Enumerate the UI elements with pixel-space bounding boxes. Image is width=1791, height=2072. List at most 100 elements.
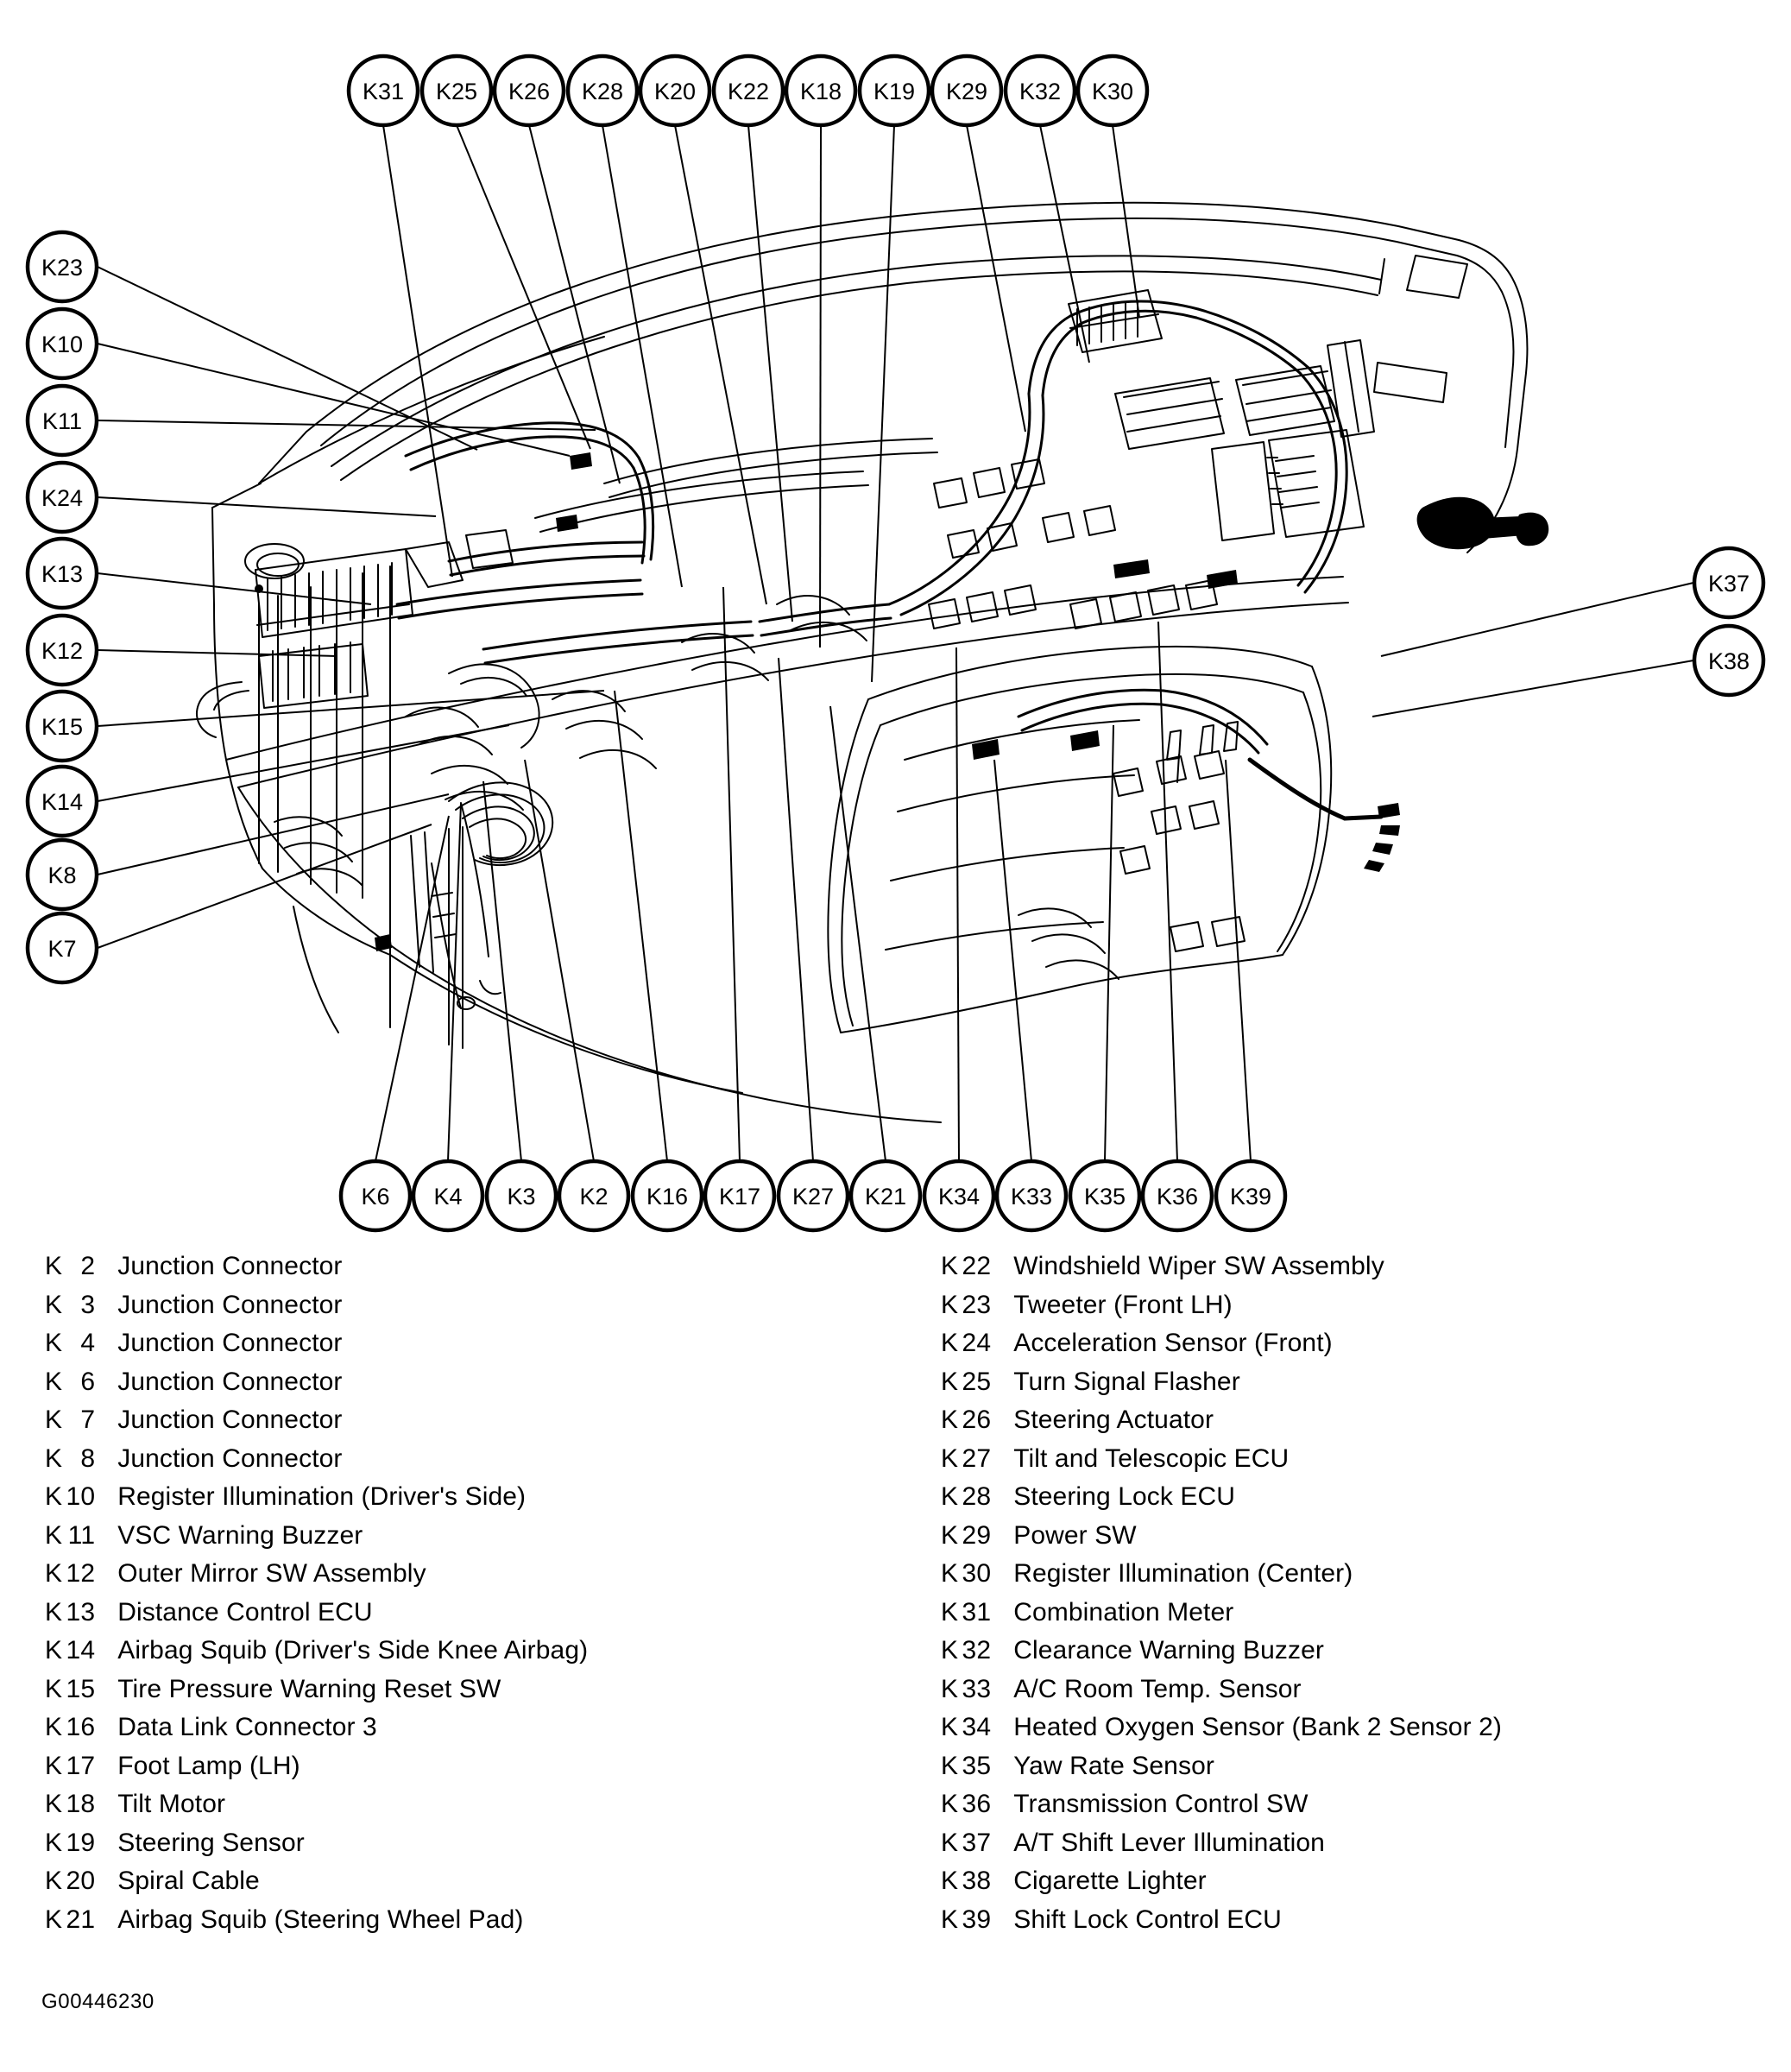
- legend-code-letter: K: [45, 1406, 63, 1434]
- legend-description: Cigarette Lighter: [1013, 1867, 1207, 1895]
- callout-circle: [638, 54, 712, 128]
- legend-code-letter: K: [941, 1905, 959, 1934]
- callout-k35[interactable]: K35: [1068, 1159, 1142, 1233]
- legend-code-letter: K: [941, 1520, 959, 1550]
- callout-label: K20: [654, 79, 696, 104]
- legend-code-number: 19: [66, 1828, 96, 1857]
- legend-code-number: 4: [80, 1329, 96, 1357]
- legend-description: Data Link Connector 3: [117, 1713, 377, 1741]
- callout-label: K11: [42, 408, 82, 434]
- callout-circle: [994, 1159, 1069, 1233]
- callout-label: K30: [1092, 79, 1133, 104]
- callout-k37[interactable]: K37: [1692, 546, 1766, 620]
- callout-label: K15: [41, 714, 83, 740]
- callout-k19[interactable]: K19: [857, 54, 931, 128]
- callout-k30[interactable]: K30: [1075, 54, 1150, 128]
- callout-circle: [1214, 1159, 1288, 1233]
- callout-label: K36: [1157, 1184, 1198, 1210]
- callout-label: K8: [47, 862, 76, 888]
- legend-description: Airbag Squib (Steering Wheel Pad): [117, 1905, 524, 1934]
- callout-k20[interactable]: K20: [638, 54, 712, 128]
- callout-k6[interactable]: K6: [338, 1159, 413, 1233]
- callout-label: K16: [646, 1184, 688, 1210]
- callout-k27[interactable]: K27: [776, 1159, 850, 1233]
- legend-code-letter: K: [941, 1713, 959, 1741]
- callout-label: K26: [508, 79, 550, 104]
- legend-code-letter: K: [941, 1867, 959, 1895]
- callout-circle: [492, 54, 566, 128]
- legend-description: Windshield Wiper SW Assembly: [1013, 1252, 1384, 1280]
- callout-k17[interactable]: K17: [703, 1159, 777, 1233]
- callout-k7[interactable]: K7: [25, 911, 99, 985]
- legend-code-number: 16: [66, 1713, 96, 1741]
- callout-k22[interactable]: K22: [711, 54, 785, 128]
- callout-k2[interactable]: K2: [557, 1159, 631, 1233]
- callout-k39[interactable]: K39: [1214, 1159, 1288, 1233]
- callout-circle: [703, 1159, 777, 1233]
- callout-k26[interactable]: K26: [492, 54, 566, 128]
- callout-circle: [25, 306, 99, 381]
- callout-k21[interactable]: K21: [848, 1159, 923, 1233]
- callout-k24[interactable]: K24: [25, 460, 99, 534]
- legend-code-letter: K: [941, 1406, 959, 1434]
- callout-k32[interactable]: K32: [1003, 54, 1077, 128]
- callout-k13[interactable]: K13: [25, 536, 99, 610]
- legend-description: Acceleration Sensor (Front): [1013, 1329, 1333, 1357]
- legend-code-letter: K: [941, 1751, 959, 1780]
- callout-k38[interactable]: K38: [1692, 623, 1766, 698]
- callout-k14[interactable]: K14: [25, 764, 99, 838]
- legend-code-number: 14: [66, 1636, 96, 1665]
- callout-k36[interactable]: K36: [1140, 1159, 1214, 1233]
- legend-code-number: 8: [80, 1443, 96, 1473]
- callout-k18[interactable]: K18: [784, 54, 858, 128]
- callout-k12[interactable]: K12: [25, 613, 99, 687]
- legend-description: Clearance Warning Buzzer: [1013, 1636, 1324, 1665]
- callout-k11[interactable]: K11: [25, 383, 99, 458]
- callout-label: K3: [507, 1184, 535, 1210]
- legend-code-number: 34: [962, 1713, 992, 1741]
- callout-circle: [25, 230, 99, 304]
- callout-k34[interactable]: K34: [922, 1159, 996, 1233]
- callout-k23[interactable]: K23: [25, 230, 99, 304]
- callout-k31[interactable]: K31: [346, 54, 420, 128]
- legend-code-number: 27: [962, 1443, 992, 1473]
- left-junction-block-detail: [196, 529, 514, 738]
- callout-k29[interactable]: K29: [930, 54, 1004, 128]
- callout-label: K38: [1708, 648, 1750, 674]
- legend-code-letter: K: [45, 1252, 63, 1280]
- legend-code-letter: K: [45, 1329, 63, 1357]
- callout-label: K27: [792, 1184, 834, 1210]
- callout-k28[interactable]: K28: [565, 54, 640, 128]
- callout-k8[interactable]: K8: [25, 837, 99, 912]
- legend-code-number: 28: [962, 1482, 992, 1511]
- legend-code-number: 15: [66, 1674, 96, 1703]
- callout-k4[interactable]: K4: [411, 1159, 485, 1233]
- callout-k33[interactable]: K33: [994, 1159, 1069, 1233]
- callout-k16[interactable]: K16: [630, 1159, 704, 1233]
- callout-k10[interactable]: K10: [25, 306, 99, 381]
- callout-label: K39: [1230, 1184, 1271, 1210]
- legend-code-number: 13: [66, 1597, 96, 1627]
- callout-circle: [630, 1159, 704, 1233]
- callout-k25[interactable]: K25: [419, 54, 494, 128]
- callout-k15[interactable]: K15: [25, 689, 99, 763]
- callout-k3[interactable]: K3: [484, 1159, 558, 1233]
